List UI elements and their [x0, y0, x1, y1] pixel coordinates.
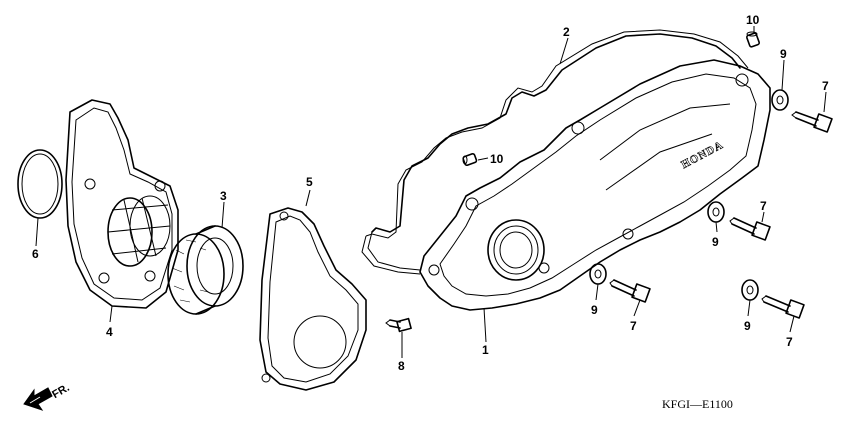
- filter-housing-part: [65, 99, 179, 309]
- washer-part: [741, 279, 759, 301]
- filter-element-part: [167, 225, 244, 315]
- callout-9: 9: [744, 319, 751, 333]
- callout-1: 1: [482, 343, 489, 357]
- callout-7: 7: [786, 335, 793, 349]
- direction-label: FR.: [50, 382, 71, 401]
- bolt-part-7: [729, 217, 771, 241]
- callout-9: 9: [780, 47, 787, 61]
- callout-7: 7: [630, 319, 637, 333]
- inner-cover-part: [259, 207, 367, 391]
- bolt-part-7: [761, 295, 805, 319]
- washer-part: [589, 263, 607, 285]
- bolt-part-8: [385, 317, 412, 333]
- gasket-part: [361, 29, 749, 275]
- diagram-code: KFGI—E1100: [662, 397, 733, 411]
- callout-6: 6: [32, 247, 39, 261]
- callout-9: 9: [712, 235, 719, 249]
- brand-mark: HONDA: [679, 139, 725, 171]
- bolt-part-7: [791, 111, 833, 133]
- callout-2: 2: [563, 25, 570, 39]
- bolt-part-7: [609, 279, 651, 303]
- callout-10: 10: [490, 152, 504, 166]
- dowel-pin-part: [746, 31, 760, 48]
- callout-9: 9: [591, 303, 598, 317]
- dowel-pin-part: [462, 153, 478, 167]
- washer-part: [707, 201, 725, 223]
- front-direction-arrow-icon: FR.: [23, 382, 72, 411]
- callout-8: 8: [398, 359, 405, 373]
- callout-3: 3: [220, 189, 227, 203]
- callout-4: 4: [106, 325, 113, 339]
- callout-5: 5: [306, 175, 313, 189]
- callout-7: 7: [822, 79, 829, 93]
- callout-10: 10: [746, 13, 760, 27]
- o-ring-part: [17, 149, 63, 219]
- callout-7: 7: [760, 199, 767, 213]
- washer-part: [771, 89, 789, 111]
